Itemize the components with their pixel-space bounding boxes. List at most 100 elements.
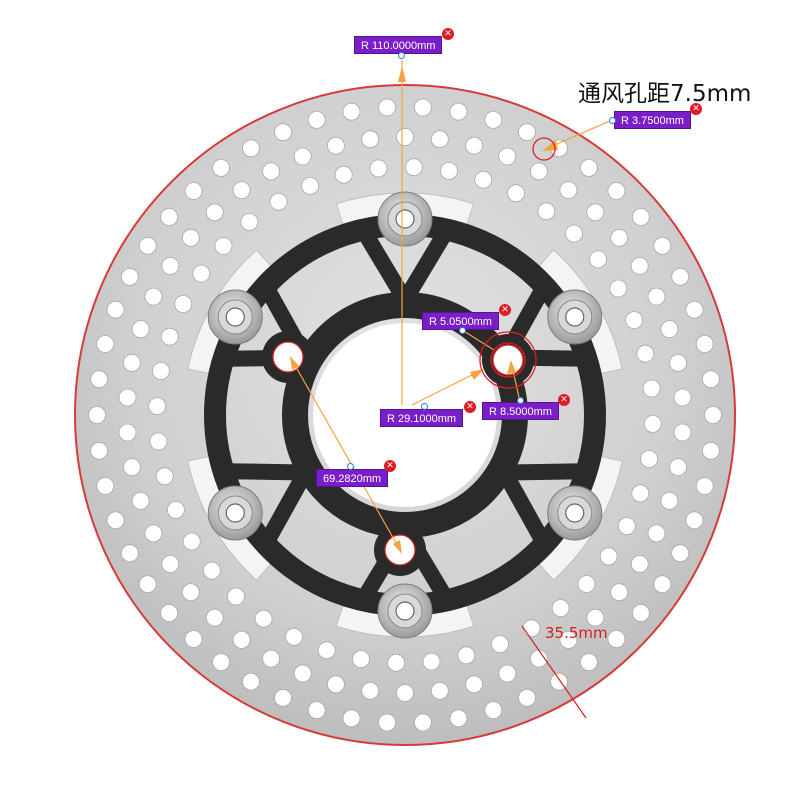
vent-hole-icon bbox=[669, 458, 687, 477]
vent-hole-icon bbox=[396, 128, 414, 146]
vent-hole-icon bbox=[361, 130, 380, 149]
vent-hole-icon bbox=[205, 203, 224, 222]
vent-hole-icon bbox=[387, 653, 406, 672]
hole-spacing-label[interactable]: 69.2820mm bbox=[316, 469, 389, 487]
vent-hole-icon bbox=[285, 627, 303, 646]
vent-hole-icon bbox=[617, 517, 636, 535]
mount-boss-arrow bbox=[507, 360, 516, 374]
close-icon[interactable]: ✕ bbox=[384, 460, 396, 472]
outer-radius-arrow bbox=[398, 66, 406, 82]
bolt-icon bbox=[207, 485, 263, 541]
bolt-icon bbox=[547, 485, 603, 541]
bolt-circle-radius-label[interactable]: R 29.1000mm bbox=[380, 409, 464, 427]
close-icon[interactable]: ✕ bbox=[690, 103, 702, 115]
vent-hole-radius-label[interactable]: R 3.7500mm bbox=[614, 111, 691, 129]
carrier-spoke bbox=[258, 464, 314, 551]
vent-hole-icon bbox=[274, 688, 292, 707]
bolt-circle-arrow bbox=[470, 369, 484, 380]
vent-hole-icon bbox=[148, 397, 167, 416]
vent-hole-icon bbox=[507, 184, 525, 203]
close-icon[interactable]: ✕ bbox=[442, 28, 454, 40]
vent-hole-icon bbox=[138, 575, 157, 594]
vent-hole-icon bbox=[334, 165, 353, 184]
bolts bbox=[207, 191, 603, 639]
vent-hole-icon bbox=[326, 136, 345, 155]
vent-hole-icon bbox=[609, 279, 628, 298]
close-icon[interactable]: ✕ bbox=[464, 401, 476, 413]
vent-hole-icon bbox=[660, 491, 679, 510]
vent-hole-icon bbox=[498, 664, 517, 683]
carrier-spoke bbox=[217, 463, 314, 481]
vent-hole-icon bbox=[378, 713, 397, 732]
vent-hole-icon bbox=[254, 609, 273, 628]
bolt-circle-line bbox=[411, 371, 479, 406]
vent-hole-icon bbox=[352, 650, 370, 668]
vent-hole-icon bbox=[484, 111, 503, 129]
bolt-icon bbox=[377, 583, 433, 639]
rim-width-line bbox=[521, 625, 587, 719]
vent-hole-icon bbox=[293, 147, 312, 166]
vent-hole-icon bbox=[166, 500, 185, 519]
bolt-circle-anchor bbox=[421, 403, 428, 410]
vent-hole-icon bbox=[232, 181, 251, 200]
carrier-spoke bbox=[496, 463, 593, 481]
vent-hole-icon bbox=[182, 532, 201, 551]
vent-hole-icon bbox=[212, 653, 231, 671]
close-icon[interactable]: ✕ bbox=[499, 304, 511, 316]
vent-hole-icon bbox=[702, 370, 720, 389]
vent-hole-icon bbox=[174, 295, 193, 313]
vent-hole-icon bbox=[642, 379, 661, 398]
close-icon[interactable]: ✕ bbox=[558, 394, 570, 406]
vent-hole-icon bbox=[465, 136, 484, 155]
vent-hole-icon bbox=[695, 477, 714, 495]
vent-hole-icon bbox=[551, 599, 570, 617]
vent-hole-icon bbox=[631, 484, 650, 503]
vent-hole-icon bbox=[205, 608, 224, 627]
vent-hole-icon bbox=[88, 406, 106, 424]
vent-hole-icon bbox=[214, 237, 233, 255]
vent-hole-icon bbox=[640, 450, 658, 468]
mount-hole-line bbox=[461, 329, 495, 351]
vent-hole-icon bbox=[122, 458, 141, 477]
vent-hole-icon bbox=[589, 250, 607, 269]
vent-hole-icon bbox=[361, 681, 380, 700]
vent-hole-icon bbox=[565, 224, 583, 243]
outer-radius-anchor bbox=[398, 52, 405, 59]
carrier-spoke bbox=[397, 223, 455, 308]
vent-radius-arrow bbox=[542, 140, 558, 151]
vent-hole-icon bbox=[559, 631, 578, 649]
vent-hole-icon bbox=[647, 524, 666, 543]
vent-hole-icon bbox=[490, 635, 509, 653]
vent-hole-icon bbox=[192, 264, 211, 283]
vent-hole-icon bbox=[378, 98, 397, 117]
vent-hole-icon bbox=[342, 102, 361, 121]
vent-hole-icon bbox=[685, 300, 704, 319]
mount-boss-radius-label[interactable]: R 8.5000mm bbox=[482, 402, 559, 420]
vent-hole-icon bbox=[610, 228, 629, 247]
vent-hole-icon bbox=[131, 491, 150, 510]
vent-hole-icon bbox=[151, 362, 170, 380]
vent-hole-icon bbox=[625, 311, 643, 330]
vent-hole-icon bbox=[484, 701, 503, 719]
hole-spacing-arrow-b bbox=[393, 540, 402, 554]
vent-hole-icon bbox=[317, 641, 336, 660]
rim-width-label: 35.5mm bbox=[545, 624, 608, 642]
vent-hole-icon bbox=[269, 192, 288, 211]
bolt-icon bbox=[377, 191, 433, 247]
vent-hole-icon bbox=[498, 147, 517, 166]
carrier-spoke bbox=[496, 464, 552, 551]
vent-hole-icon bbox=[138, 236, 157, 255]
vent-hole-icon bbox=[262, 649, 281, 668]
vent-hole-icon bbox=[440, 161, 458, 180]
vent-hole-icon bbox=[144, 287, 163, 306]
vent-hole-icon bbox=[161, 257, 180, 275]
vent-hole-icon bbox=[181, 228, 200, 247]
outer-radius-label[interactable]: R 110.0000mm bbox=[354, 36, 443, 54]
carrier-spoke bbox=[355, 223, 413, 308]
vent-hole-icon bbox=[537, 202, 556, 221]
mount-hole-anchor bbox=[459, 327, 466, 334]
vent-hole-highlight bbox=[532, 137, 556, 161]
vent-hole-icon bbox=[636, 344, 655, 363]
